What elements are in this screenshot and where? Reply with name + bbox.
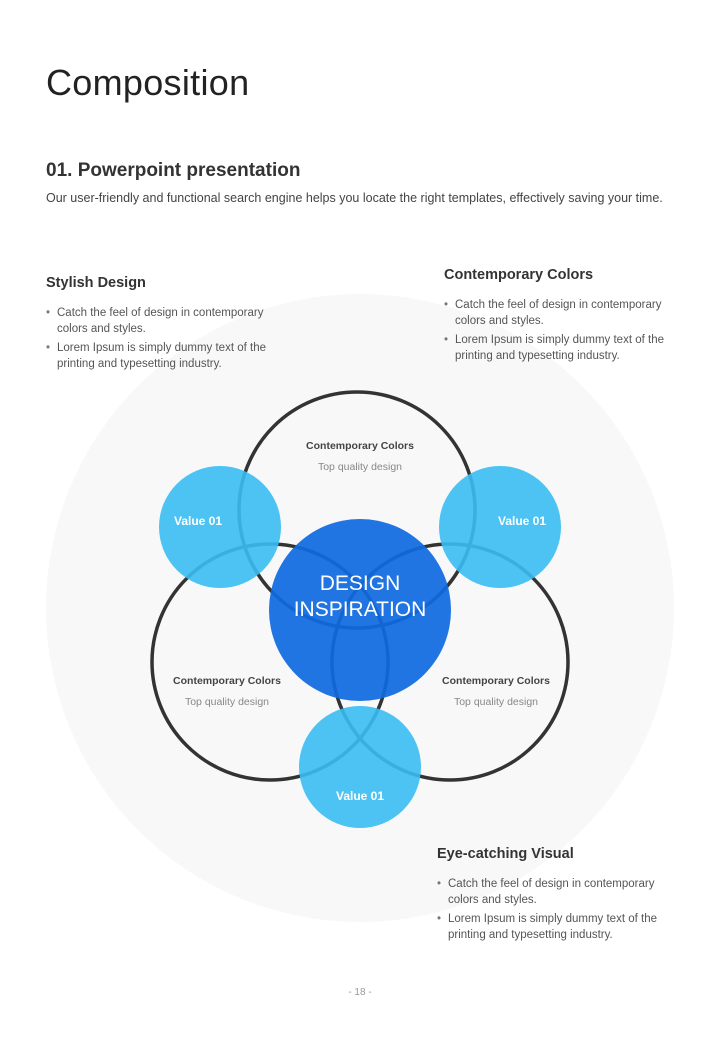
block-title: Stylish Design	[46, 275, 146, 291]
bullet: Lorem Ipsum is simply dummy text of the …	[437, 911, 667, 943]
section-heading: 01. Powerpoint presentation	[46, 160, 301, 181]
bullet: Lorem Ipsum is simply dummy text of the …	[444, 332, 674, 364]
value-circle-left	[159, 466, 281, 588]
center-label: DESIGN INSPIRATION	[293, 572, 427, 621]
block-contemporary-colors: Contemporary Colors Catch the feel of de…	[444, 267, 674, 367]
ring-label-right: Contemporary Colors Top quality design	[442, 675, 550, 708]
ring-label-top: Contemporary Colors Top quality design	[306, 440, 414, 473]
value-circle-right	[439, 466, 561, 588]
block-stylish-design: Stylish Design Catch the feel of design …	[46, 275, 291, 375]
block-title: Contemporary Colors	[444, 267, 594, 283]
value-label-bottom: Value 01	[335, 789, 385, 803]
bullet: Lorem Ipsum is simply dummy text of the …	[46, 340, 291, 372]
value-label-left: Value 01	[173, 514, 223, 528]
block-eye-catching-visual: Eye-catching Visual Catch the feel of de…	[437, 846, 667, 946]
section-intro: Our user-friendly and functional search …	[46, 191, 663, 205]
ring-label-left: Contemporary Colors Top quality design	[173, 675, 281, 708]
page-title: Composition	[46, 62, 250, 103]
value-label-right: Value 01	[497, 514, 547, 528]
block-title: Eye-catching Visual	[437, 846, 574, 862]
value-circle-bottom	[299, 706, 421, 828]
bullet: Catch the feel of design in contemporary…	[444, 297, 674, 329]
bullet: Catch the feel of design in contemporary…	[437, 876, 667, 908]
bullet: Catch the feel of design in contemporary…	[46, 305, 291, 337]
page-number: - 18 -	[348, 987, 372, 998]
center-circle	[269, 519, 451, 701]
